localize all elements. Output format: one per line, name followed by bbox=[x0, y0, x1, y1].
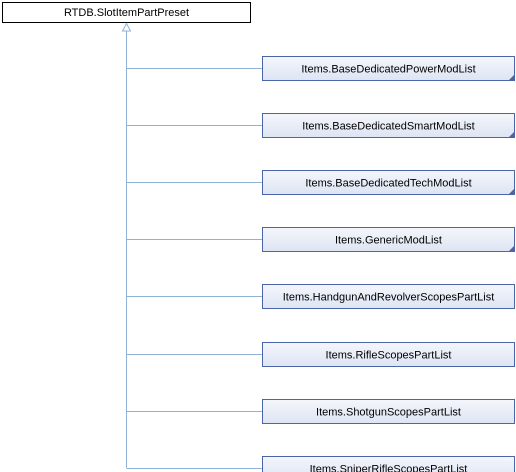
derived-class-label: Items.SniperRifleScopesPartList bbox=[310, 464, 468, 472]
derived-class-box bbox=[262, 56, 515, 81]
derived-class-box bbox=[262, 170, 515, 195]
derived-class-node[interactable]: Items.BaseDedicatedTechModList bbox=[262, 170, 515, 195]
base-class-label: RTDB.SlotItemPartPreset bbox=[64, 7, 189, 19]
derived-class-node[interactable]: Items.GenericModList bbox=[262, 227, 515, 252]
derived-class-box bbox=[262, 456, 515, 472]
derived-class-box bbox=[262, 113, 515, 138]
derived-class-label: Items.GenericModList bbox=[335, 235, 442, 247]
derived-class-node[interactable]: Items.BaseDedicatedPowerModList bbox=[262, 56, 515, 81]
derived-class-label: Items.BaseDedicatedPowerModList bbox=[301, 64, 475, 76]
derived-class-label: Items.HandgunAndRevolverScopesPartList bbox=[283, 292, 495, 304]
derived-class-node[interactable]: Items.HandgunAndRevolverScopesPartList bbox=[262, 284, 515, 309]
inheritance-edges bbox=[126, 31, 263, 469]
derived-class-box bbox=[262, 284, 515, 309]
derived-class-box bbox=[262, 399, 515, 424]
derived-class-box bbox=[262, 227, 515, 252]
derived-class-box bbox=[262, 342, 515, 367]
truncated-hierarchy-marker bbox=[508, 245, 515, 252]
derived-classes: Items.BaseDedicatedPowerModListItems.Bas… bbox=[262, 56, 515, 472]
truncated-hierarchy-marker bbox=[508, 131, 515, 138]
derived-class-label: Items.RifleScopesPartList bbox=[326, 350, 452, 362]
base-class-node[interactable]: RTDB.SlotItemPartPreset bbox=[2, 2, 251, 23]
inheritance-arrowhead bbox=[121, 22, 132, 32]
derived-class-node[interactable]: Items.BaseDedicatedSmartModList bbox=[262, 113, 515, 138]
derived-class-node[interactable]: Items.RifleScopesPartList bbox=[262, 342, 515, 367]
truncated-hierarchy-marker bbox=[508, 188, 515, 195]
truncated-hierarchy-marker bbox=[508, 74, 515, 81]
derived-class-node[interactable]: Items.SniperRifleScopesPartList bbox=[262, 456, 515, 472]
derived-class-label: Items.BaseDedicatedTechModList bbox=[305, 178, 471, 190]
derived-class-label: Items.ShotgunScopesPartList bbox=[316, 407, 461, 419]
derived-class-node[interactable]: Items.ShotgunScopesPartList bbox=[262, 399, 515, 424]
derived-class-label: Items.BaseDedicatedSmartModList bbox=[302, 121, 474, 133]
